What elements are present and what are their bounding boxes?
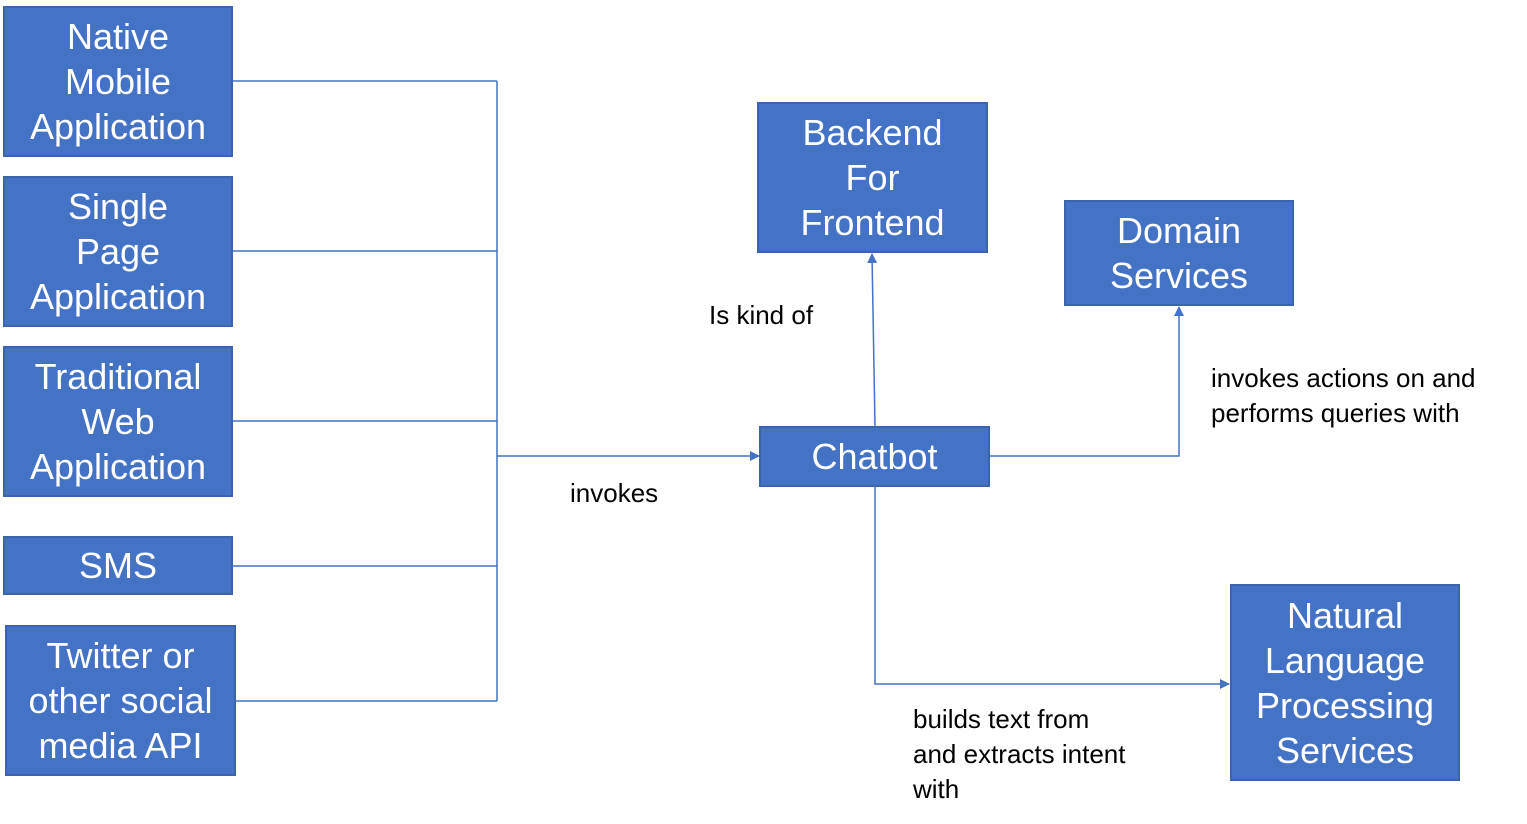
- backend-for-frontend-label: Backend For Frontend: [800, 112, 945, 243]
- is-kind-of-edge-label: Is kind of: [709, 300, 814, 330]
- social-media-api-label: Twitter or other social media API: [28, 635, 213, 766]
- native-mobile-application-label: Native Mobile Application: [29, 16, 207, 147]
- invokes-edge-label: invokes: [570, 478, 659, 508]
- sms-box: SMS: [3, 536, 233, 595]
- chatbot-label: Chatbot: [811, 436, 938, 477]
- native-mobile-application-box: Native Mobile Application: [3, 6, 233, 157]
- backend-for-frontend-box: Backend For Frontend: [757, 102, 988, 253]
- domain-services-label: Domain Services: [1109, 210, 1249, 296]
- single-page-application-label: Single Page Application: [29, 186, 207, 317]
- nlp-services-box: Natural Language Processing Services: [1230, 584, 1460, 781]
- builds-text-edge-label: builds text from and extracts intent wit…: [913, 704, 1126, 804]
- domain-services-box: Domain Services: [1064, 200, 1294, 306]
- nlp-services-label: Natural Language Processing Services: [1255, 594, 1435, 771]
- single-page-application-box: Single Page Application: [3, 176, 233, 327]
- domain-services-arrow: [989, 306, 1184, 457]
- traditional-web-application-box: Traditional Web Application: [3, 346, 233, 497]
- social-media-api-box: Twitter or other social media API: [5, 625, 236, 776]
- nlp-arrow: [874, 486, 1230, 689]
- sms-label: SMS: [78, 545, 157, 586]
- traditional-web-application-label: Traditional Web Application: [29, 356, 207, 487]
- invokes-actions-edge-label: invokes actions on and performs queries …: [1211, 363, 1476, 428]
- is-kind-of-arrow: [867, 253, 878, 427]
- chatbot-box: Chatbot: [759, 426, 990, 487]
